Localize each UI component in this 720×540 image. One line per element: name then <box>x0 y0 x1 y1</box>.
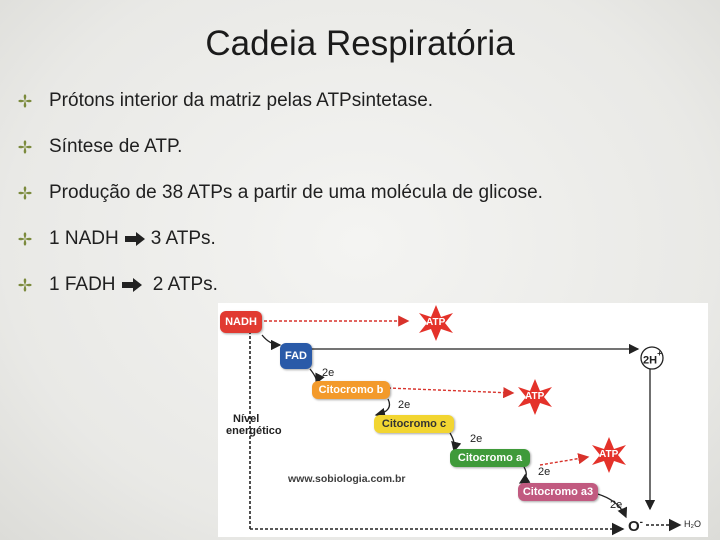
bullet-list: Prótons interior da matriz pelas ATPsint… <box>14 78 543 308</box>
right-arrow-icon <box>124 232 145 246</box>
electron-label: 2e <box>538 466 551 478</box>
bullet-text: Prótons interior da matriz pelas ATPsint… <box>49 90 434 111</box>
atp-arrow-2 <box>387 387 515 399</box>
bullet-item: Produção de 38 ATPs a partir de uma molé… <box>14 170 543 216</box>
electron-label: 2e <box>610 499 623 511</box>
fad-box: FAD <box>280 343 312 369</box>
clover-bullet-icon <box>18 140 32 154</box>
right-arrow-icon <box>121 278 142 292</box>
atp-label: ATP <box>426 317 446 328</box>
cit-a-to-cit-a3-arrow <box>518 466 531 484</box>
hydrogen-circle <box>640 346 664 370</box>
bullet-item: 1 NADH 3 ATPs. <box>14 216 543 262</box>
bullet-result: 2 ATPs. <box>147 274 218 295</box>
electron-label: 2e <box>322 367 335 379</box>
electron-label: 2e <box>470 433 483 445</box>
bullet-item: Síntese de ATP. <box>14 124 543 170</box>
respiratory-chain-diagram: Nível energético NADH FAD Citocromo b Ci… <box>218 303 708 537</box>
bullet-item: Prótons interior da matriz pelas ATPsint… <box>14 78 543 124</box>
atp-label: ATP <box>599 449 619 460</box>
citocromo-c-box: Citocromo c <box>374 415 454 433</box>
atp-star-icon <box>518 379 552 415</box>
water-label: H₂O <box>684 519 701 529</box>
clover-bullet-icon <box>18 278 32 292</box>
bullet-text: Síntese de ATP. <box>49 136 183 157</box>
atp-arrow-3 <box>539 453 590 466</box>
cit-b-to-cit-c-arrow <box>374 398 391 419</box>
citocromo-a-box: Citocromo a <box>450 449 530 467</box>
atp-star-icon <box>419 305 453 341</box>
citocromo-b-box: Citocromo b <box>312 381 390 399</box>
hydrogen-label: 2H+ <box>643 349 662 367</box>
clover-bullet-icon <box>18 186 32 200</box>
electron-label: 2e <box>398 399 411 411</box>
bullet-text: Produção de 38 ATPs a partir de uma molé… <box>49 182 543 203</box>
bullet-result: 3 ATPs. <box>150 228 216 249</box>
bullet-text: 1 FADH <box>49 274 116 295</box>
diagram-arrows <box>249 305 682 536</box>
clover-bullet-icon <box>18 232 32 246</box>
oxygen-label: O- <box>628 517 644 535</box>
bullet-text: 1 NADH <box>49 228 119 249</box>
slide-title: Cadeia Respiratória <box>205 24 515 63</box>
nadh-to-fad-arrow <box>261 334 282 351</box>
energy-axis-label: Nível energético <box>226 413 282 437</box>
clover-bullet-icon <box>18 94 32 108</box>
citocromo-a3-box: Citocromo a3 <box>518 483 598 501</box>
atp-star-icon <box>592 437 626 473</box>
nadh-box: NADH <box>220 311 262 333</box>
website-label: www.sobiologia.com.br <box>288 473 406 485</box>
atp-label: ATP <box>525 391 545 402</box>
bullet-item: 1 FADH 2 ATPs. <box>14 262 543 308</box>
